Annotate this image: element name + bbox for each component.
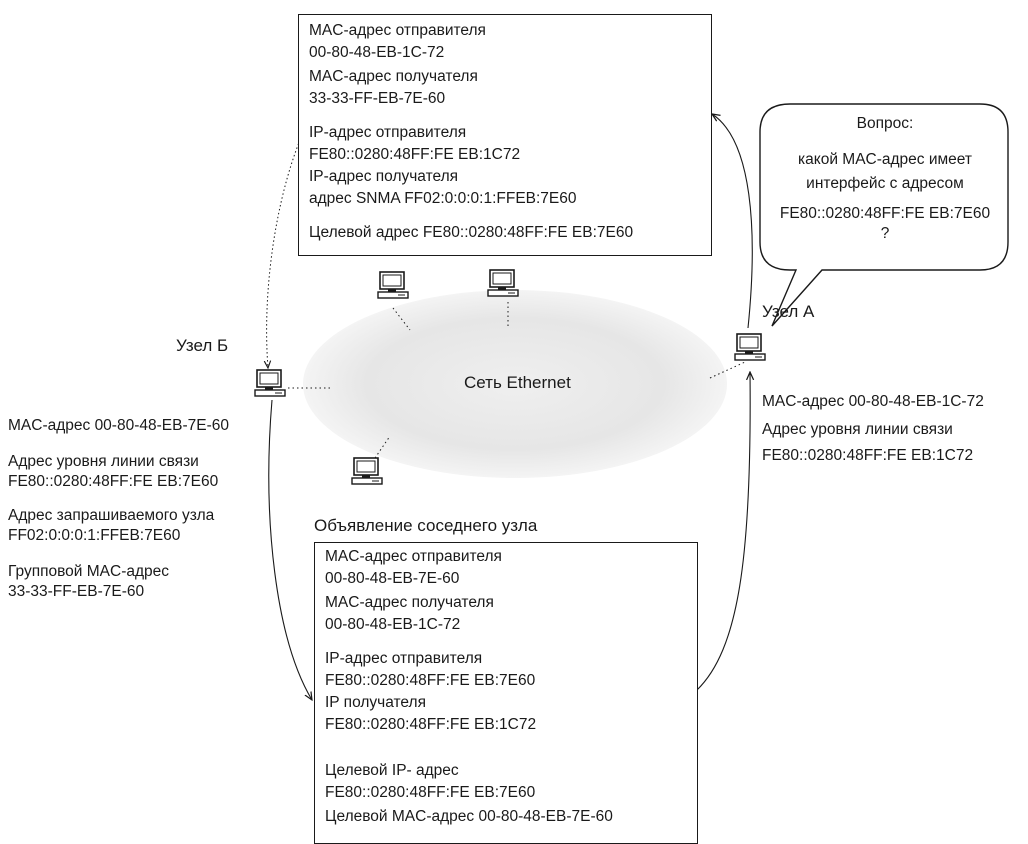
box-line: FE80::0280:48FF:FE EB:7E60 bbox=[325, 672, 536, 689]
box-line: 33-33-FF-EB-7E-60 bbox=[309, 90, 446, 107]
question-line: какой MAC-адрес имеет bbox=[798, 151, 972, 168]
node-b-info-line: Групповой MAC-адрес bbox=[8, 563, 170, 580]
node-b-info-line: FF02:0:0:0:1:FFEB:7E60 bbox=[8, 527, 181, 544]
box-line: адрес SNMA FF02:0:0:0:1:FFEB:7E60 bbox=[309, 190, 577, 207]
box-line: Целевой адрес FE80::0280:48FF:FE EB:7E60 bbox=[309, 224, 634, 241]
box-line: 00-80-48-EB-1C-72 bbox=[325, 616, 461, 633]
box-line: MAC-адрес получателя bbox=[309, 68, 478, 85]
node-b-info-line: FE80::0280:48FF:FE EB:7E60 bbox=[8, 473, 219, 490]
node-a-label: Узел А bbox=[762, 302, 815, 321]
box-line: MAC-адрес отправителя bbox=[325, 548, 502, 565]
box-line: 00-80-48-EB-1C-72 bbox=[309, 44, 445, 61]
computer-icon bbox=[351, 457, 383, 485]
question-mark: ? bbox=[880, 225, 890, 242]
network-links bbox=[288, 302, 746, 459]
node-a-info-line: FE80::0280:48FF:FE EB:1C72 bbox=[762, 447, 974, 464]
box-line: IP получателя bbox=[325, 694, 426, 711]
box-line: 00-80-48-EB-7E-60 bbox=[325, 570, 460, 587]
box-line: MAC-адрес отправителя bbox=[309, 22, 486, 39]
node-a-info-line: Адрес уровня линии связи bbox=[762, 421, 953, 438]
neighbor-solicitation-box: MAC-адрес отправителя 00-80-48-EB-1C-72 … bbox=[298, 14, 712, 256]
box-line: FE80::0280:48FF:FE EB:1C72 bbox=[309, 146, 521, 163]
box-line: MAC-адрес получателя bbox=[325, 594, 494, 611]
question-line: интерфейс с адресом bbox=[806, 175, 964, 192]
box-line: Целевой MAC-адрес 00-80-48-EB-7E-60 bbox=[325, 808, 613, 825]
node-b-info-line: MAC-адрес 00-80-48-EB-7E-60 bbox=[8, 417, 229, 434]
node-b-info-line: Адрес запрашиваемого узла bbox=[8, 507, 215, 524]
question-title: Вопрос: bbox=[856, 115, 914, 132]
ethernet-cloud bbox=[303, 290, 727, 478]
ethernet-label: Сеть Ethernet bbox=[464, 373, 571, 392]
question-speech-bubble bbox=[759, 103, 1009, 327]
box-line: IP-адрес отправителя bbox=[309, 124, 467, 141]
neighbor-advertisement-box: MAC-адрес отправителя 00-80-48-EB-7E-60 … bbox=[314, 542, 698, 844]
advertisement-title: Объявление соседнего узла bbox=[314, 516, 538, 535]
node-b-info-line: 33-33-FF-EB-7E-60 bbox=[8, 583, 145, 600]
node-b-label: Узел Б bbox=[176, 336, 229, 355]
arrow-solicitation-to-node-b bbox=[267, 139, 301, 368]
computer-icon-node-a bbox=[734, 333, 766, 361]
arrow-node-a-to-solicitation bbox=[712, 114, 753, 329]
box-line: IP-адрес получателя bbox=[309, 168, 459, 185]
node-a-info-line: MAC-адрес 00-80-48-EB-1C-72 bbox=[762, 393, 984, 410]
arrow-advertisement-to-node-a bbox=[696, 372, 750, 691]
question-line: FE80::0280:48FF:FE EB:7E60 bbox=[779, 205, 991, 222]
computer-icon bbox=[487, 269, 519, 297]
node-b-info-line: Адрес уровня линии связи bbox=[8, 453, 199, 470]
arrow-node-b-to-advertisement bbox=[268, 399, 312, 700]
box-line: FE80::0280:48FF:FE EB:7E60 bbox=[325, 784, 536, 801]
box-line: Целевой IP- адрес bbox=[325, 762, 459, 779]
box-line: FE80::0280:48FF:FE EB:1C72 bbox=[325, 716, 537, 733]
box-line: IP-адрес отправителя bbox=[325, 650, 483, 667]
computer-icon-node-b bbox=[254, 369, 286, 397]
computer-icon bbox=[377, 271, 409, 299]
